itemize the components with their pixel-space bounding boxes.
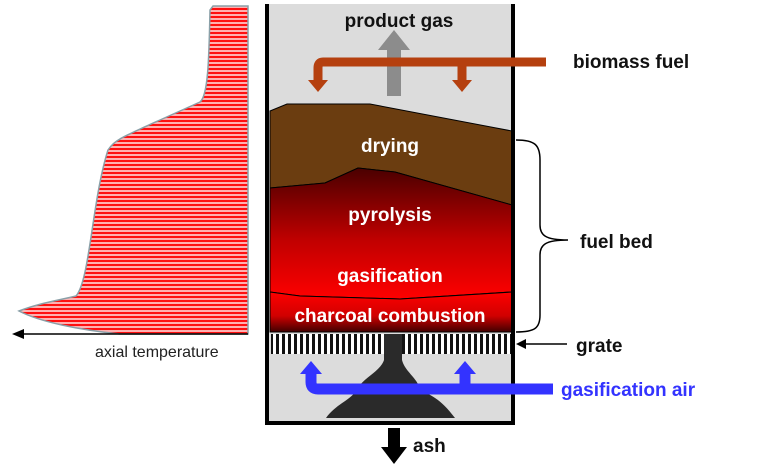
axis-arrow-icon [12,329,24,339]
axial-temperature-label: axial temperature [95,344,219,361]
drying-label: drying [361,136,419,157]
gasification-air-label: gasification air [561,380,696,401]
biomass-fuel-arrow-icon [308,57,546,92]
pyrolysis-label: pyrolysis [348,205,431,226]
ash-label: ash [413,436,446,457]
fuel-bed-label: fuel bed [580,232,653,253]
grate-label: grate [576,336,622,357]
ash-arrow-icon [381,428,407,464]
ash-heap [326,334,455,418]
temperature-curve [17,5,249,335]
product-gas-label: product gas [345,11,454,32]
temperature-profile: axial temperature [12,5,249,361]
gasification-label: gasification [337,266,443,287]
charcoal-combustion-label: charcoal combustion [294,306,485,327]
gasification-air-arrow-icon [300,361,553,395]
biomass-fuel-label: biomass fuel [573,52,689,73]
fuel-bed-brace [515,139,569,333]
grate-pointer-icon [516,339,567,349]
